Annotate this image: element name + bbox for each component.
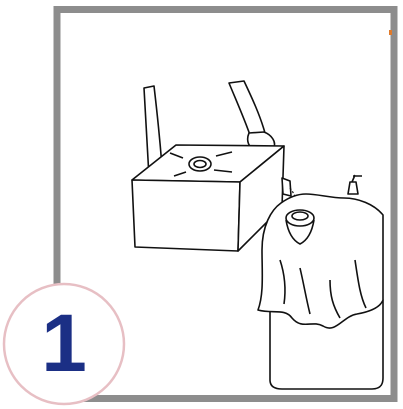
step-number: 1	[41, 298, 87, 389]
frame-corner-mark	[389, 30, 392, 35]
tank-with-cloth	[258, 175, 383, 389]
step-badge: 1	[4, 284, 124, 404]
